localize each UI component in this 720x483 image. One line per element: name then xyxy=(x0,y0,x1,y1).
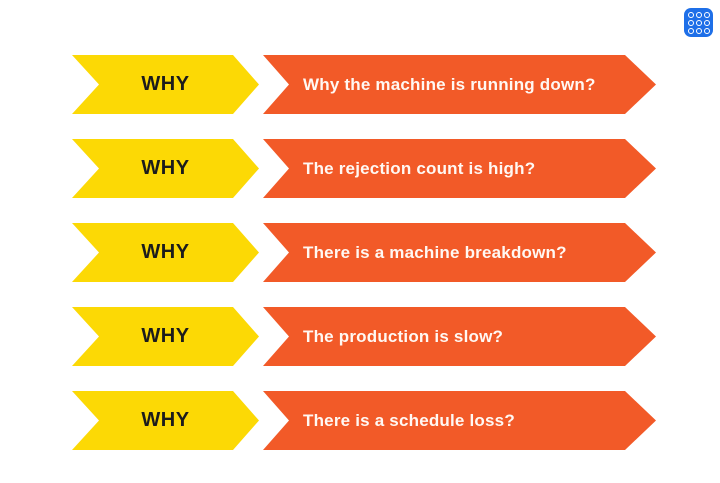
question-arrow: The production is slow? xyxy=(263,307,656,366)
why-arrow: WHY xyxy=(72,391,259,450)
question-label: There is a machine breakdown? xyxy=(303,242,567,262)
why-row-2: WHY The rejection count is high? xyxy=(0,139,720,198)
grid-dot-icon xyxy=(687,19,694,26)
why-arrow: WHY xyxy=(72,55,259,114)
apps-grid-icon[interactable] xyxy=(684,8,713,37)
why-label: WHY xyxy=(141,409,190,431)
question-arrow: There is a machine breakdown? xyxy=(263,223,656,282)
grid-dot-icon xyxy=(695,19,702,26)
grid-dot-icon xyxy=(687,27,694,34)
why-label: WHY xyxy=(141,241,190,263)
why-arrow: WHY xyxy=(72,223,259,282)
why-label: WHY xyxy=(141,73,190,95)
question-label: Why the machine is running down? xyxy=(303,74,596,94)
why-row-5: WHY There is a schedule loss? xyxy=(0,391,720,450)
why-row-1: WHY Why the machine is running down? xyxy=(0,55,720,114)
why-arrow: WHY xyxy=(72,139,259,198)
grid-dot-icon xyxy=(703,27,710,34)
why-label: WHY xyxy=(141,325,190,347)
question-arrow: There is a schedule loss? xyxy=(263,391,656,450)
grid-dot-icon xyxy=(703,19,710,26)
why-row-3: WHY There is a machine breakdown? xyxy=(0,223,720,282)
grid-dot-icon xyxy=(695,27,702,34)
grid-dot-icon xyxy=(703,11,710,18)
question-label: The production is slow? xyxy=(303,326,504,346)
grid-dot-icon xyxy=(687,11,694,18)
question-arrow: The rejection count is high? xyxy=(263,139,656,198)
why-label: WHY xyxy=(141,157,190,179)
grid-dot-icon xyxy=(695,11,702,18)
why-row-4: WHY The production is slow? xyxy=(0,307,720,366)
question-label: The rejection count is high? xyxy=(303,158,536,178)
why-arrow: WHY xyxy=(72,307,259,366)
question-arrow: Why the machine is running down? xyxy=(263,55,656,114)
question-label: There is a schedule loss? xyxy=(303,410,515,430)
